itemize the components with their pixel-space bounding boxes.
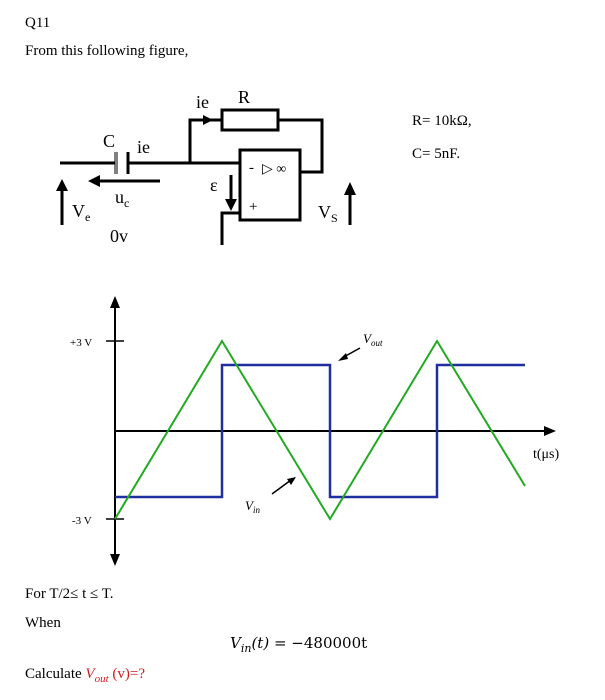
vin-pointer-head — [287, 477, 296, 485]
y-axis-arrow-down — [110, 554, 120, 566]
uc-label: uc — [115, 187, 129, 210]
y-axis-arrow-up — [110, 296, 120, 308]
resistor — [220, 108, 280, 132]
circuit-diagram: ie R C ie uc Ve 0v - + ▷ ∞ ε VS — [56, 87, 356, 246]
question-number: Q11 — [25, 15, 51, 31]
resistor-value: R= 10kΩ, — [412, 113, 472, 129]
vs-arrow-head — [344, 182, 356, 195]
eq-rhs: = −480000t — [269, 634, 368, 652]
y-label-minus3: -3 V — [72, 515, 92, 527]
vin-label: Vin — [245, 498, 260, 515]
waveform-plot: +3 V -3 V t(μs) Vout Vin — [70, 296, 560, 566]
input-wires — [60, 152, 240, 174]
vout-label: Vout — [363, 331, 383, 348]
ie-top-label: ie — [196, 92, 209, 112]
vin-pointer — [271, 479, 292, 495]
time-condition: For T/2≤ t ≤ T. — [25, 586, 114, 602]
opamp-plus: + — [249, 199, 257, 215]
task-sub: out — [94, 673, 109, 685]
uc-arrow-head — [88, 175, 100, 187]
ie-mid-label: ie — [137, 137, 150, 157]
vout-triangle-wave — [114, 339, 526, 521]
question-intro: From this following figure, — [25, 43, 189, 59]
zero-volt-label: 0v — [110, 226, 128, 246]
ve-label: Ve — [72, 201, 90, 224]
capacitor-label: C — [103, 131, 115, 151]
ie-top-arrow — [203, 115, 213, 125]
task-suffix: (v)=? — [108, 666, 145, 682]
x-axis-arrow — [544, 426, 556, 436]
vs-label: VS — [318, 202, 338, 225]
opamp — [238, 148, 302, 222]
task-line: Calculate Vout (v)=? — [25, 666, 145, 685]
output-wire — [300, 165, 324, 174]
ve-arrow-head — [56, 179, 68, 191]
when-label: When — [25, 615, 61, 631]
vout-pointer-head — [338, 353, 348, 361]
eq-var: V — [230, 634, 241, 652]
y-label-plus3: +3 V — [70, 337, 92, 349]
vin-square-wave — [115, 363, 525, 499]
task-prefix: Calculate — [25, 666, 86, 682]
eq-arg: (t) — [251, 634, 270, 652]
epsilon-label: ε — [210, 175, 218, 195]
resistor-label: R — [238, 87, 250, 107]
x-axis-label: t(μs) — [533, 447, 560, 462]
eq-sub: in — [240, 642, 252, 655]
task-var: V — [85, 666, 95, 682]
epsilon-arrow-head — [225, 199, 237, 211]
opamp-symbol: ▷ ∞ — [262, 162, 286, 177]
opamp-minus: - — [249, 160, 254, 176]
ground-wire — [220, 211, 240, 245]
vin-equation: Vin(t) = −480000t — [230, 634, 367, 655]
capacitor-value: C= 5nF. — [412, 146, 461, 162]
